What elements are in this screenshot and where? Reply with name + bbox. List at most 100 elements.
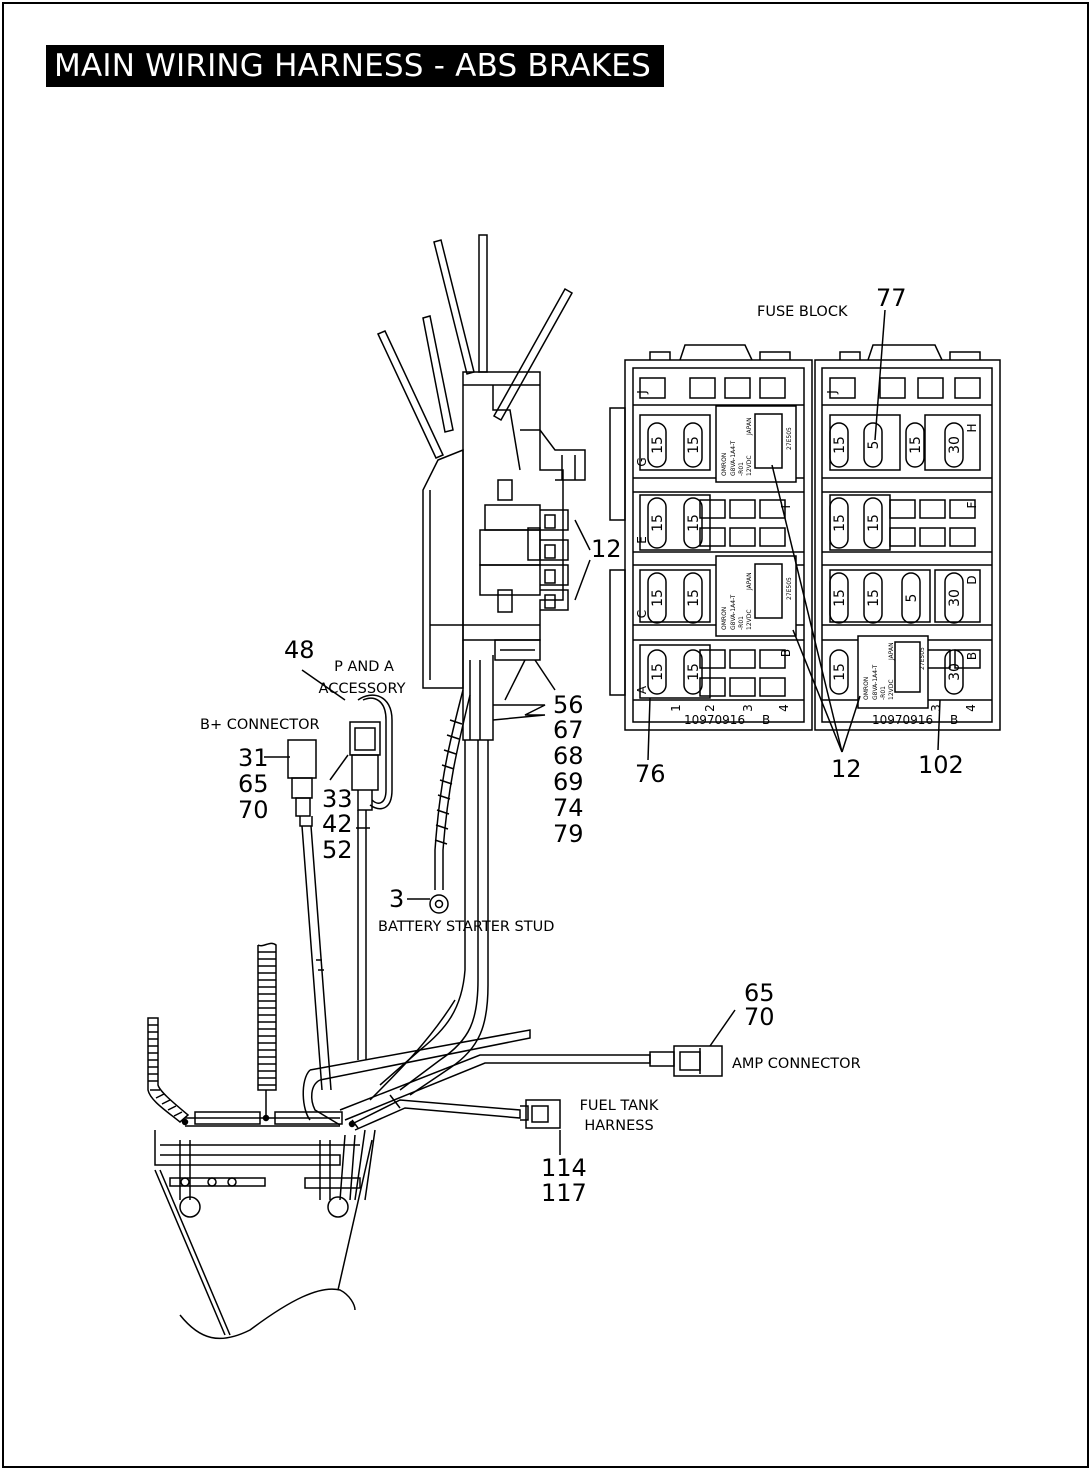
callout-31: 31 xyxy=(238,744,269,772)
fuse-rating: 15 xyxy=(650,663,666,681)
row-letter: E xyxy=(635,536,649,544)
fuse-rating: 5 xyxy=(866,441,882,450)
callout-68: 68 xyxy=(553,742,584,770)
relay-text: 27E505 xyxy=(919,647,926,670)
callout-52: 52 xyxy=(322,836,353,864)
relay-text: -R01 xyxy=(738,616,745,630)
callout-3: 3 xyxy=(389,885,404,913)
convoluted-tubing xyxy=(147,942,277,1123)
fuse-rating: 15 xyxy=(908,436,924,454)
terminal-number: 4 xyxy=(777,704,791,712)
relay-text: OMRON xyxy=(721,607,728,630)
callout-69: 69 xyxy=(553,768,584,796)
part-number-left: 10970916 xyxy=(684,713,745,727)
page-title: MAIN WIRING HARNESS - ABS BRAKES xyxy=(54,48,651,84)
fuse-rating: 5 xyxy=(904,594,920,603)
harness-drawing xyxy=(147,234,1001,1340)
row-letter: J xyxy=(825,390,839,395)
relay-text: OMRON xyxy=(721,453,728,476)
terminal-number: 2 xyxy=(703,704,717,712)
fuse-block-drawing xyxy=(264,309,1001,1155)
harness-label: HARNESS xyxy=(584,1118,653,1134)
terminal-numbers: 1 2 3 4 3 4 10970916 B 10970916 B xyxy=(669,704,978,727)
part-suffix-left: B xyxy=(762,713,770,727)
relay-text: 27E505 xyxy=(786,577,793,600)
callout-114: 114 xyxy=(541,1154,587,1182)
relay-text: G8VA-1A4-T xyxy=(730,440,737,476)
relay-text: -R01 xyxy=(880,686,887,700)
callout-48: 48 xyxy=(284,636,315,664)
relay-text: 12VDC xyxy=(746,455,753,476)
callout-76: 76 xyxy=(635,760,666,788)
callout-117: 117 xyxy=(541,1179,587,1207)
relay-text: JAPAN xyxy=(888,642,895,661)
p-and-a-label: P AND A xyxy=(334,659,394,675)
fuse-rating: 30 xyxy=(947,589,963,607)
row-letter: C xyxy=(635,610,649,618)
row-letter: F xyxy=(965,501,979,508)
title-bar: MAIN WIRING HARNESS - ABS BRAKES xyxy=(46,45,664,87)
fuel-tank-connector-shape xyxy=(520,1099,561,1129)
row-letter: J xyxy=(635,390,649,395)
terminal-number: 3 xyxy=(929,704,943,712)
callout-65-a: 65 xyxy=(238,770,269,798)
b-plus-connector xyxy=(287,739,332,1091)
fuse-block-label: FUSE BLOCK xyxy=(757,304,848,320)
callout-12-upper: 12 xyxy=(591,535,622,563)
row-letter: B xyxy=(965,652,979,660)
callout-65-b: 65 xyxy=(744,979,775,1007)
callout-67: 67 xyxy=(553,716,584,744)
relay-text: 12VDC xyxy=(746,609,753,630)
row-letter: A xyxy=(635,685,649,694)
fuse-rating: 30 xyxy=(947,663,963,681)
callout-74: 74 xyxy=(553,794,584,822)
diagram-labels: FUSE BLOCK P AND A ACCESSORY B+ CONNECTO… xyxy=(200,304,861,1134)
row-letters: J G E C A J H F D B B F xyxy=(635,390,979,694)
relay-text: JAPAN xyxy=(746,417,753,436)
row-letter: F xyxy=(779,501,793,508)
fuse-rating: 15 xyxy=(650,436,666,454)
relay-labels: OMRON G8VA-1A4-T -R01 12VDC JAPAN 27E505… xyxy=(721,417,926,700)
relay-text: 27E505 xyxy=(786,427,793,450)
central-housing xyxy=(422,371,586,741)
callout-56: 56 xyxy=(553,691,584,719)
upper-wire-stubs xyxy=(376,234,574,459)
battery-cable xyxy=(429,689,471,914)
row-letter: D xyxy=(965,575,979,584)
callout-77: 77 xyxy=(876,284,907,312)
fuse-rating: 15 xyxy=(686,663,702,681)
fuse-rating: 30 xyxy=(947,436,963,454)
fuse-rating: 15 xyxy=(866,589,882,607)
fuse-rating: 15 xyxy=(686,436,702,454)
fuse-rating: 15 xyxy=(866,514,882,532)
lower-harness xyxy=(181,1029,651,1131)
b-plus-connector-label: B+ CONNECTOR xyxy=(200,717,320,733)
callout-33: 33 xyxy=(322,785,353,813)
terminal-number: 3 xyxy=(741,704,755,712)
terminal-number: 4 xyxy=(964,704,978,712)
part-suffix-right: B xyxy=(950,713,958,727)
fuse-rating: 15 xyxy=(686,514,702,532)
relay-text: -R01 xyxy=(738,462,745,476)
p-and-a-connector xyxy=(349,694,393,1060)
relay-text: OMRON xyxy=(863,677,870,700)
callout-12-lower: 12 xyxy=(831,755,862,783)
accessory-label: ACCESSORY xyxy=(319,681,406,697)
callout-numbers: 77 12 48 31 65 70 33 42 52 56 67 68 69 7… xyxy=(238,284,964,1207)
frame-bracket xyxy=(154,1129,376,1340)
amp-connector-label: AMP CONNECTOR xyxy=(732,1056,861,1072)
row-letter: H xyxy=(965,423,979,432)
callout-102: 102 xyxy=(918,751,964,779)
amp-connector-shape xyxy=(649,1045,723,1077)
relay-text: G8VA-1A4-T xyxy=(730,594,737,630)
relay-text: G8VA-1A4-T xyxy=(872,664,879,700)
callout-70-a: 70 xyxy=(238,796,269,824)
relay-text: 12VDC xyxy=(888,679,895,700)
fuse-rating: 15 xyxy=(686,589,702,607)
relay-text: JAPAN xyxy=(746,572,753,591)
row-letter: G xyxy=(635,457,649,466)
part-number-right: 10970916 xyxy=(872,713,933,727)
fuse-rating: 15 xyxy=(650,514,666,532)
